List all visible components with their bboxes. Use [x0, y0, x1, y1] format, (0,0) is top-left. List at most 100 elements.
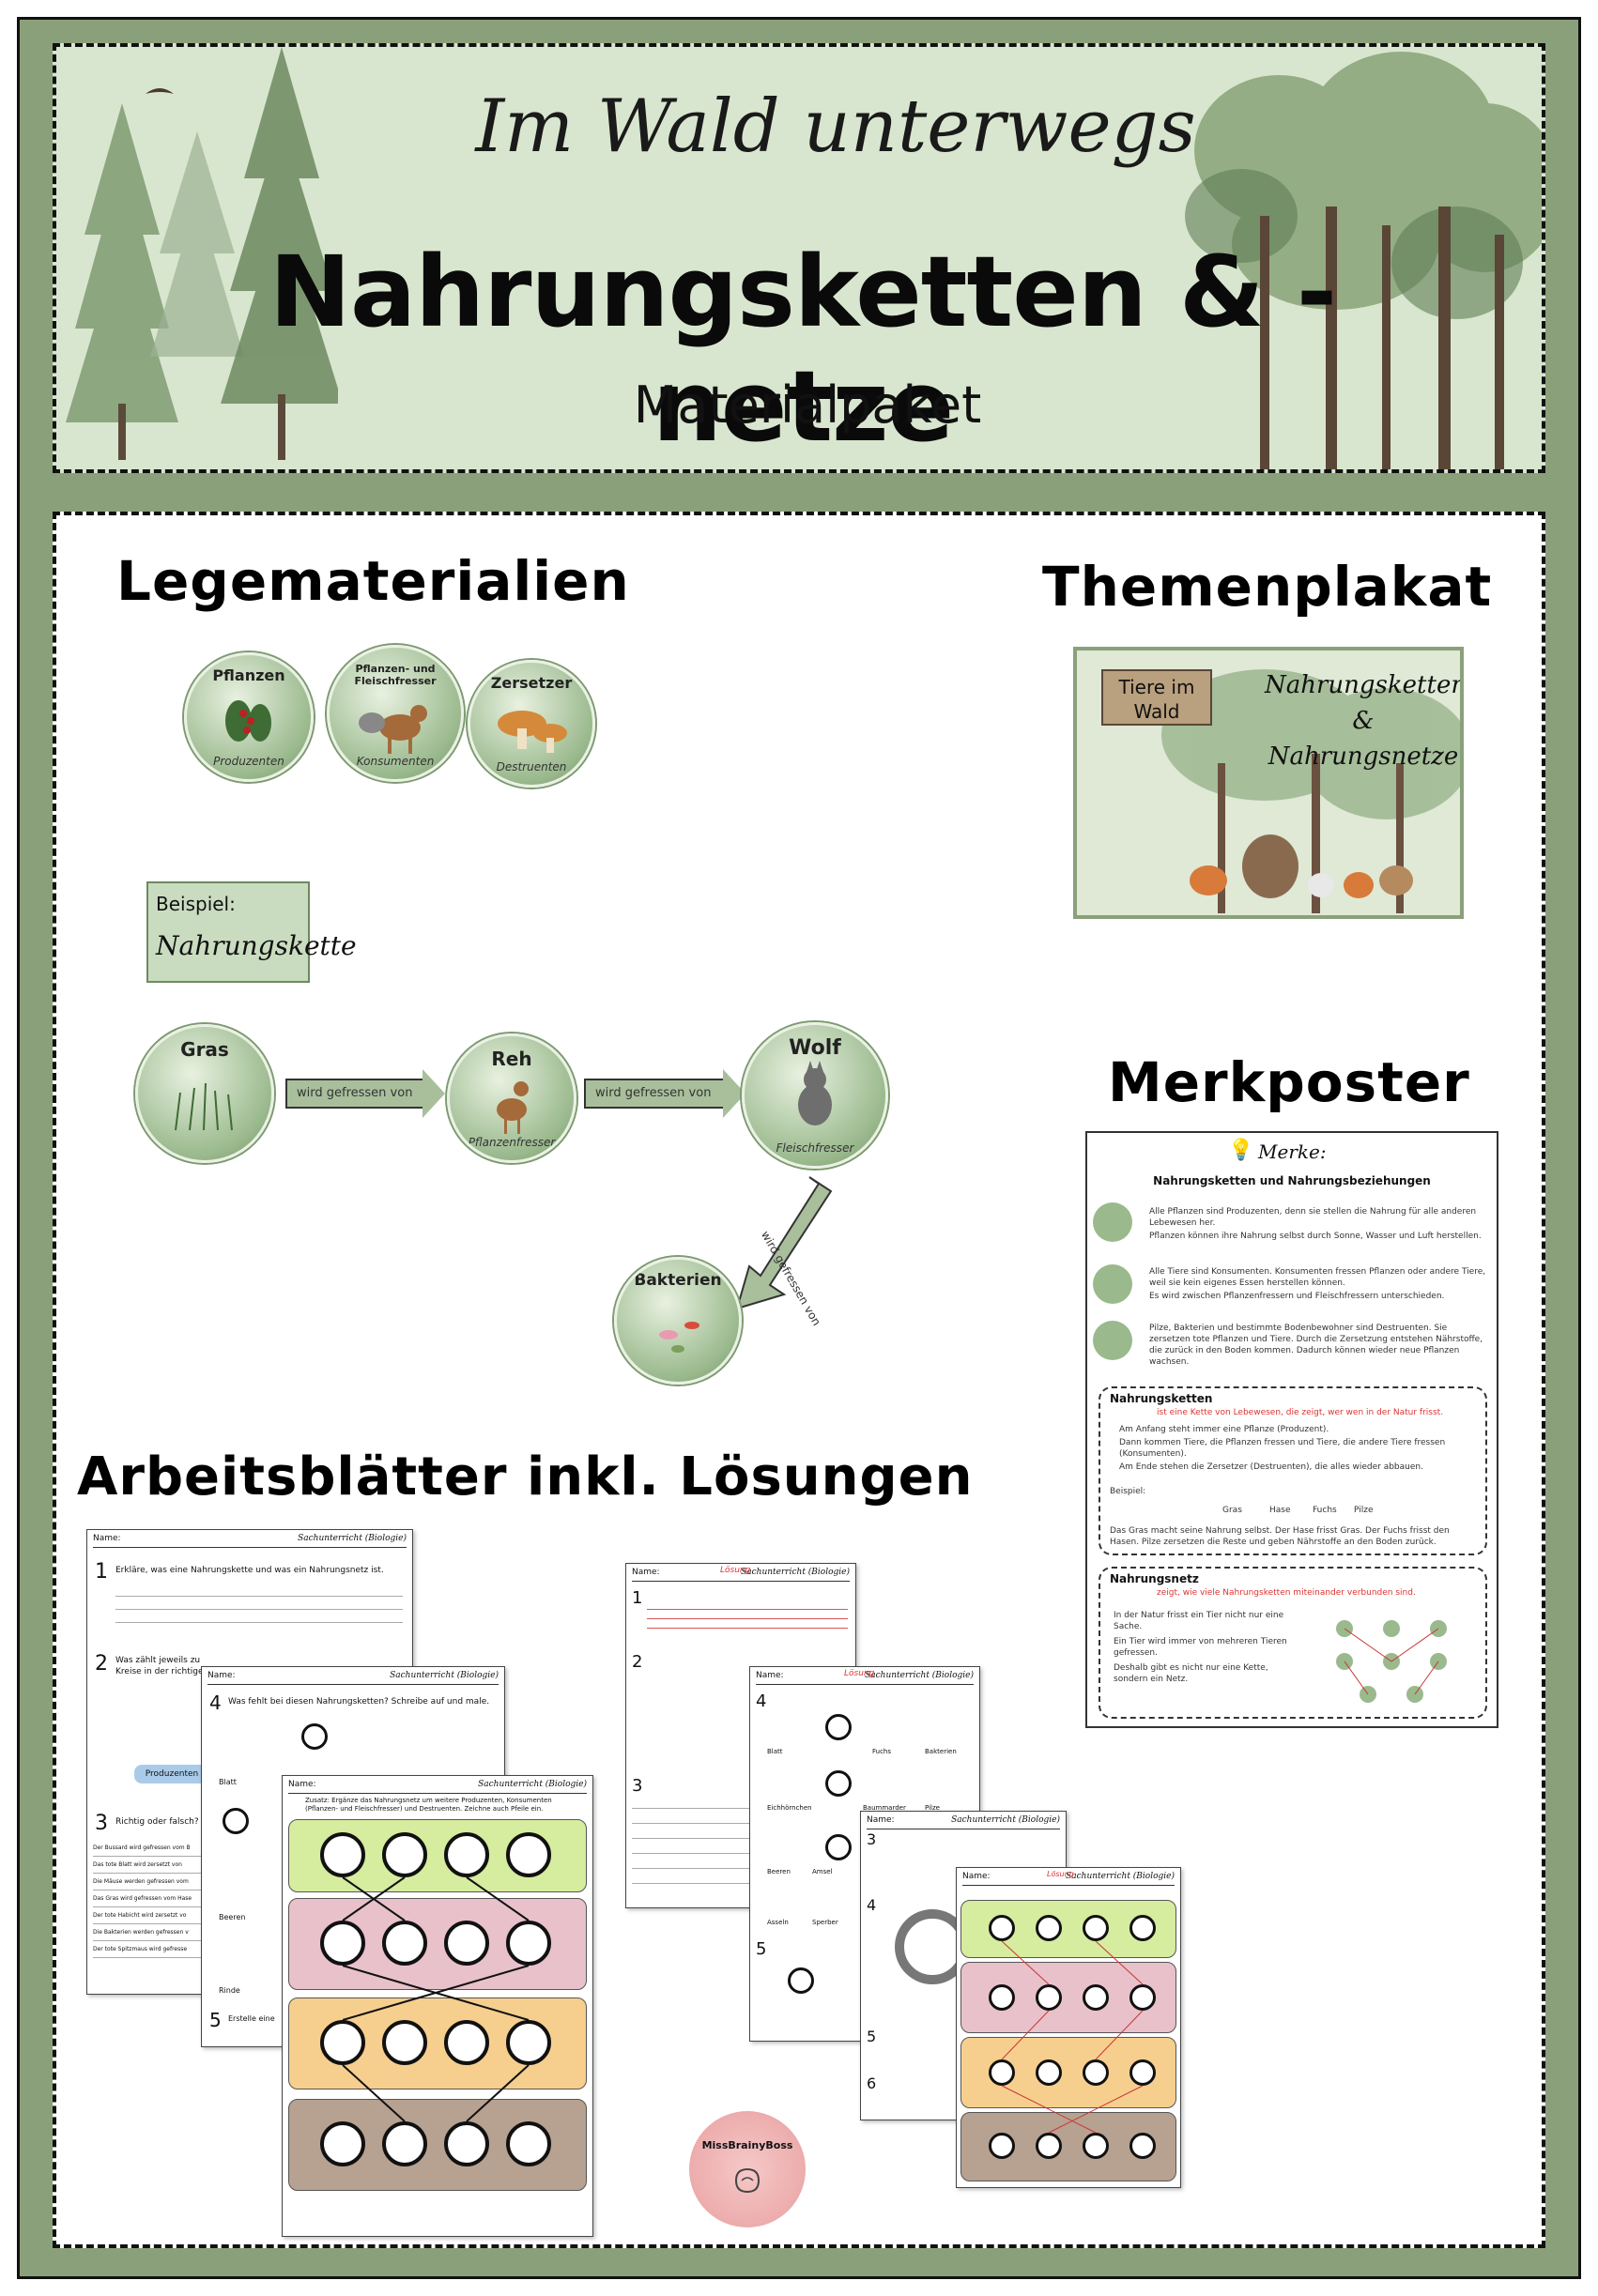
chain-arrow-3 — [735, 1176, 833, 1310]
question-2: Was zählt jeweils zu — [115, 1656, 201, 1665]
item-label: Beeren — [767, 1868, 791, 1875]
box1-item: Am Anfang steht immer eine Pflanze (Prod… — [1119, 1425, 1329, 1434]
themenplakat-preview: Tiere im Wald Nahrungsketten & Nahrungsn… — [1073, 647, 1464, 919]
disc-konsumenten: Pflanzen- und Fleischfresser Konsumenten — [327, 645, 464, 782]
chain-word: Fuchs — [1313, 1506, 1337, 1515]
subject-label: Sachunterricht (Biologie) — [865, 1671, 974, 1680]
bacteria-icon — [659, 1322, 699, 1353]
subject-label: Sachunterricht (Biologie) — [1066, 1872, 1175, 1881]
item-label: Rinde — [219, 1986, 240, 1995]
disc-label-top: Zersetzer — [490, 674, 573, 692]
deer-icon — [497, 1081, 529, 1134]
plakat-title-1: Nahrungsketten — [1265, 671, 1464, 699]
name-label: Name: — [288, 1780, 316, 1789]
box1-item: Am Ende stehen die Zersetzer (Destruente… — [1119, 1462, 1423, 1472]
chain-word: Pilze — [1354, 1506, 1374, 1515]
merkposter-p2: Alle Tiere sind Konsumenten. Konsumenten… — [1149, 1267, 1486, 1288]
subject-label: Sachunterricht (Biologie) — [951, 1815, 1060, 1825]
chain-disc-wolf: Wolf Fleischfresser — [742, 1022, 888, 1169]
sign-tiere-im-wald: Tiere im Wald — [1101, 669, 1212, 726]
box2-item: Deshalb gibt es nicht nur eine Kette, so… — [1114, 1663, 1268, 1684]
chain-disc-reh: Reh Pflanzenfresser — [447, 1033, 576, 1163]
brand-logo: MissBrainyBoss — [689, 2111, 806, 2227]
bird-icon — [146, 88, 174, 94]
arrow-label: wird gefressen von — [595, 1086, 712, 1100]
subject-label: Sachunterricht (Biologie) — [741, 1568, 850, 1577]
merkposter-p1b: Pflanzen können ihre Nahrung selbst durc… — [1149, 1232, 1482, 1241]
name-label: Name: — [756, 1671, 784, 1680]
question-1: Erkläre, was eine Nahrungskette und was … — [115, 1566, 384, 1575]
konsumenten-disc-icon — [1093, 1264, 1132, 1304]
forest-animals-illustration — [1161, 669, 1460, 913]
chain-word: Gras — [1222, 1506, 1242, 1515]
subtitle: Materialpaket — [633, 375, 982, 435]
main-title: Nahrungsketten & -netze — [269, 235, 1337, 464]
disc-produzenten: Pflanzen Produzenten — [184, 652, 314, 782]
chain-label-bottom: Pflanzenfresser — [468, 1136, 556, 1149]
box1-item: Dann kommen Tiere, die Pflanzen fressen … — [1119, 1438, 1446, 1459]
solution-badge: Lösung — [844, 1669, 875, 1678]
forest-right-illustration — [1185, 52, 1542, 469]
question-4: Was fehlt bei diesen Nahrungsketten? Sch… — [228, 1697, 490, 1707]
produzenten-chip: Produzenten — [134, 1765, 209, 1783]
item-label: Fuchs — [872, 1748, 892, 1755]
box2-item: Ein Tier wird immer von mehreren Tieren … — [1114, 1637, 1287, 1658]
plakat-title-2: & — [1352, 707, 1375, 735]
disc-label-bottom: Destruenten — [496, 760, 567, 773]
disc-label-top: Pflanzen- und Fleischfresser — [354, 663, 437, 687]
section-title-arbeitsblaetter: Arbeitsblätter inkl. Lösungen — [77, 1446, 974, 1508]
box1-title: Nahrungsketten — [1110, 1392, 1213, 1405]
chain-arrow-1: wird gefressen von — [285, 1069, 445, 1118]
produzenten-disc-icon — [1093, 1202, 1132, 1242]
merkposter-p3: Pilze, Bakterien und bestimmte Bodenbewo… — [1149, 1324, 1483, 1367]
content-panel: Legematerialien Pflanzen Produzenten Pfl… — [53, 512, 1545, 2248]
food-web-illustration — [1336, 1620, 1447, 1703]
item-label: Beeren — [219, 1913, 246, 1921]
section-title-merkposter: Merkposter — [1108, 1050, 1470, 1114]
chain-label-bottom: Fleischfresser — [776, 1141, 854, 1155]
name-label: Name: — [867, 1815, 895, 1825]
item-label: Eichhörnchen — [767, 1804, 812, 1812]
section-title-legematerialien: Legematerialien — [116, 549, 630, 613]
netz-lines — [1001, 1940, 1144, 2134]
chain-disc-bakterien: Bakterien — [614, 1257, 742, 1385]
box2-def: zeigt, wie viele Nahrungsketten miteinan… — [1157, 1588, 1416, 1598]
chain-label: Gras — [180, 1038, 229, 1061]
item-label: Amsel — [812, 1868, 833, 1875]
subject-label: Sachunterricht (Biologie) — [390, 1671, 499, 1680]
example-label-top: Beispiel: — [156, 893, 236, 915]
subject-label: Sachunterricht (Biologie) — [298, 1534, 407, 1543]
destruenten-disc-icon — [1093, 1321, 1132, 1360]
netz-task: Zusatz: Ergänze das Nahrungsnetz um weit… — [305, 1797, 552, 1813]
disc-destruenten: Zersetzer Destruenten — [468, 660, 595, 788]
merkposter-p2b: Es wird zwischen Pflanzenfressern und Fl… — [1149, 1292, 1445, 1301]
chain-label: Reh — [491, 1048, 532, 1070]
brand-name: MissBrainyBoss — [701, 2139, 793, 2151]
item-label: Baummarder — [863, 1804, 906, 1812]
question-3: Richtig oder falsch? — [115, 1817, 199, 1827]
name-label: Name: — [632, 1568, 660, 1577]
question-2b: Kreise in der richtigen — [115, 1667, 209, 1676]
item-label: Bakterien — [925, 1748, 957, 1755]
header-banner: Im Wald unterwegs Nahrungsketten & -netz… — [53, 43, 1545, 473]
netz-lines — [342, 1876, 530, 2122]
box-nahrungsnetz: Nahrungsnetz zeigt, wie viele Nahrungske… — [1099, 1567, 1487, 1719]
solution-badge: Lösung — [1047, 1870, 1074, 1878]
disc-label-bottom: Produzenten — [213, 755, 284, 768]
chain-arrow-2: wird gefressen von — [584, 1069, 745, 1118]
chain-disc-gras: Gras — [135, 1024, 274, 1163]
name-label: Name: — [207, 1671, 236, 1680]
grass-icon — [175, 1082, 233, 1131]
subject-label: Sachunterricht (Biologie) — [478, 1780, 587, 1789]
item-label: Asseln — [767, 1919, 789, 1926]
brain-icon — [734, 2167, 761, 2194]
box1-footer: Das Gras macht seine Nahrung selbst. Der… — [1110, 1526, 1450, 1547]
merke-label: Merke: — [1258, 1140, 1327, 1163]
merkposter-p1: Alle Pflanzen sind Produzenten, denn sie… — [1149, 1207, 1477, 1228]
deer-icon — [359, 705, 427, 754]
box2-item: In der Natur frisst ein Tier nicht nur e… — [1114, 1611, 1284, 1631]
item-label: Blatt — [219, 1778, 237, 1786]
chain-word: Hase — [1269, 1506, 1291, 1515]
lightbulb-icon: 💡 — [1228, 1139, 1254, 1162]
forest-left-illustration — [66, 47, 338, 460]
